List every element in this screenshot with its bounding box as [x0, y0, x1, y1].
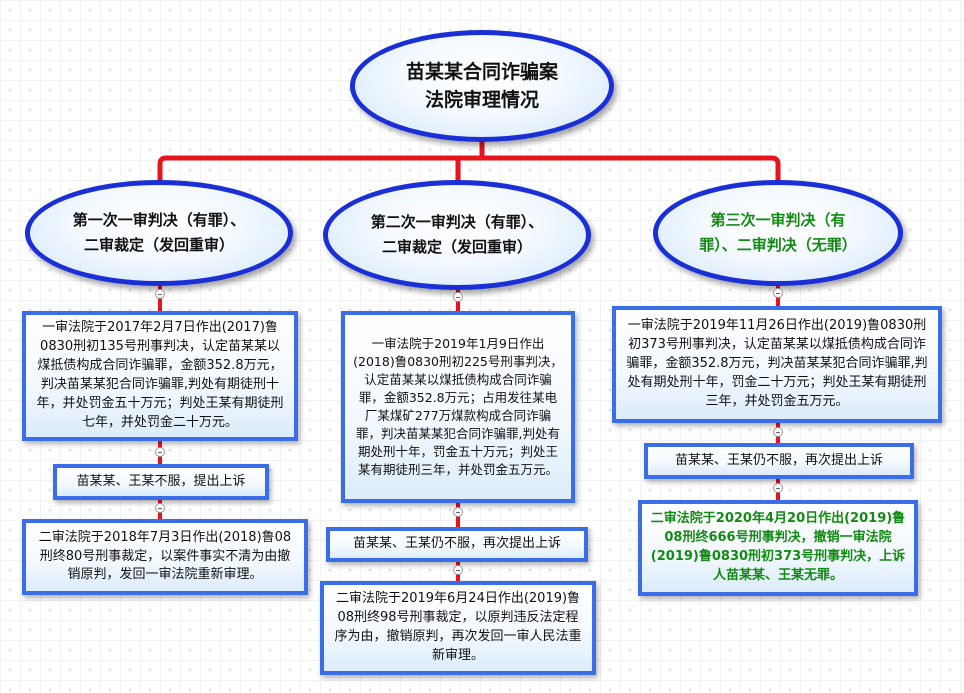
collapse-icon[interactable] — [773, 288, 783, 298]
branch-3-first-instance-text: 一审法院于2019年11月26日作出(2019)鲁0830刑初373号刑事判决，… — [626, 318, 928, 409]
collapse-icon[interactable] — [773, 483, 783, 493]
branch-2-appeal-box[interactable]: 苗某某、王某仍不服，再次提出上诉 — [326, 527, 588, 562]
collapse-icon[interactable] — [155, 503, 165, 513]
branch-3-topic[interactable]: 第三次一审判决（有 罪）、二审判决（无罪） — [653, 180, 903, 286]
branch-1-appeal-text: 苗某某、王某不服，提出上诉 — [76, 473, 246, 489]
branch-3-acquittal-box[interactable]: 二审法院于2020年4月20日作出(2019)鲁08刑终666号刑事判决，撤销一… — [638, 500, 918, 596]
collapse-icon[interactable] — [453, 507, 463, 517]
branch-2-second-instance-box[interactable]: 二审法院于2019年6月24日作出(2019)鲁08刑终98号刑事裁定，以原判违… — [320, 581, 596, 675]
collapse-icon[interactable] — [453, 565, 463, 575]
branch-1-topic[interactable]: 第一次一审判决（有罪）、 二审裁定（发回重审） — [25, 180, 293, 286]
branch-2-appeal-text: 苗某某、王某仍不服，再次提出上诉 — [352, 536, 561, 552]
branch-3-title-line2: 罪）、二审判决（无罪） — [699, 236, 857, 254]
branch-1-appeal-box[interactable]: 苗某某、王某不服，提出上诉 — [53, 464, 269, 500]
branch-2-topic[interactable]: 第二次一审判决（有罪）、 二审裁定（发回重审） — [323, 180, 591, 290]
branch-3-first-instance-box[interactable]: 一审法院于2019年11月26日作出(2019)鲁0830刑初373号刑事判决，… — [612, 306, 942, 423]
root-topic[interactable]: 苗某某合同诈骗案 法院审理情况 — [350, 30, 614, 142]
branch-1-first-instance-box[interactable]: 一审法院于2017年2月7日作出(2017)鲁0830刑初135号刑事判决，认定… — [22, 311, 298, 441]
root-title-line2: 法院审理情况 — [424, 89, 539, 111]
branch-2-title-line2: 二审裁定（发回重审） — [381, 238, 532, 256]
branch-1-first-instance-text: 一审法院于2017年2月7日作出(2017)鲁0830刑初135号刑事判决，认定… — [36, 320, 284, 430]
branch-2-first-instance-text: 一审法院于2019年1月9日作出(2018)鲁0830刑初225号刑事判决，认定… — [353, 335, 563, 478]
branch-3-title-line1: 第三次一审判决（有 — [710, 210, 846, 229]
branch-2-first-instance-box[interactable]: 一审法院于2019年1月9日作出(2018)鲁0830刑初225号刑事判决，认定… — [341, 311, 575, 503]
branch-1-title-line1: 第一次一审判决（有罪）、 — [72, 210, 246, 229]
branch-1-title-line2: 二审裁定（发回重审） — [83, 236, 234, 254]
branch-3-acquittal-text: 二审法院于2020年4月20日作出(2019)鲁08刑终666号刑事判决，撤销一… — [650, 511, 906, 583]
branch-bus — [157, 155, 781, 183]
branch-1-second-instance-text: 二审法院于2018年7月3日作出(2018)鲁08刑终80号刑事裁定，以案件事实… — [38, 529, 292, 583]
root-title-line1: 苗某某合同诈骗案 — [405, 60, 558, 83]
collapse-icon[interactable] — [453, 292, 463, 302]
collapse-icon[interactable] — [155, 289, 165, 299]
branch-2-second-instance-text: 二审法院于2019年6月24日作出(2019)鲁08刑终98号刑事裁定，以原判违… — [334, 591, 582, 663]
branch-3-appeal-box[interactable]: 苗某某、王某仍不服，再次提出上诉 — [644, 443, 914, 479]
branch-2-title-line1: 第二次一审判决（有罪）、 — [370, 212, 544, 231]
collapse-icon[interactable] — [773, 427, 783, 437]
branch-3-appeal-text: 苗某某、王某仍不服，再次提出上诉 — [674, 452, 883, 468]
branch-1-second-instance-box[interactable]: 二审法院于2018年7月3日作出(2018)鲁08刑终80号刑事裁定，以案件事实… — [22, 519, 308, 595]
collapse-icon[interactable] — [155, 447, 165, 457]
